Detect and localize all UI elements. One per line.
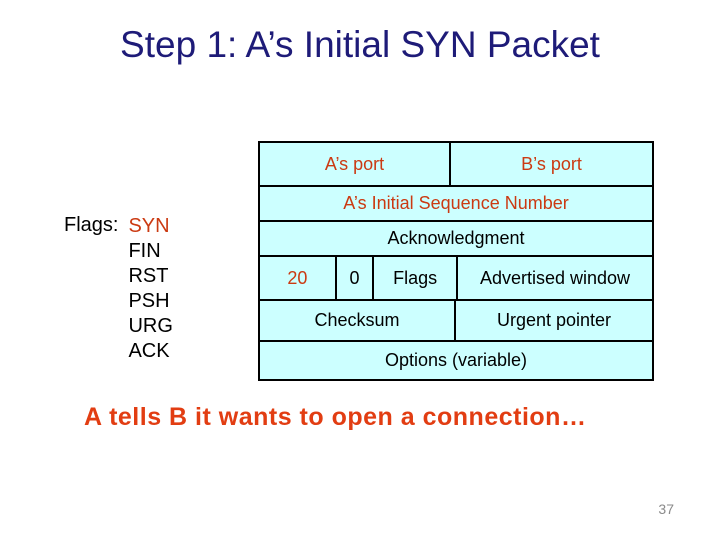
tcp-packet-diagram: A’s port B’s port A’s Initial Sequence N… [258,141,654,381]
flag-item-syn: SYN [128,215,170,237]
flag-item-ack: ACK [128,340,170,362]
packet-cell-acknowledgment: Acknowledgment [260,222,652,255]
flag-item-rst: RST [128,265,169,287]
packet-row-sequence: A’s Initial Sequence Number [260,187,652,220]
packet-cell-header-length: 20 [260,257,335,299]
flag-item-fin: FIN [128,240,161,262]
packet-row-options: Options (variable) [260,342,652,379]
page-title: Step 1: A’s Initial SYN Packet [120,24,600,65]
flags-list: SYN FIN RST PSH URG ACK [128,214,172,364]
flags-legend-label: Flags: [64,214,119,236]
packet-cell-flags: Flags [374,257,456,299]
footer-note: A tells B it wants to open a connection… [84,403,587,431]
packet-row-ports: A’s port B’s port [260,143,652,185]
flag-item-urg: URG [128,315,173,337]
flag-item-psh: PSH [128,290,170,312]
packet-cell-reserved: 0 [336,257,373,299]
packet-cell-urgent-pointer: Urgent pointer [456,301,652,340]
packet-cell-advertised-window: Advertised window [458,257,652,299]
packet-cell-checksum: Checksum [260,301,454,340]
packet-row-checksum: Checksum Urgent pointer [260,301,652,340]
page-number: 37 [658,501,674,517]
packet-cell-options: Options (variable) [260,342,652,379]
packet-row-flags: 20 0 Flags Advertised window [260,257,652,299]
packet-cell-a-port: A’s port [260,143,450,185]
packet-cell-seq-number: A’s Initial Sequence Number [260,187,652,220]
packet-cell-b-port: B’s port [451,143,652,185]
flags-legend: Flags: SYN FIN RST PSH URG ACK [64,214,173,364]
packet-row-acknowledgment: Acknowledgment [260,222,652,255]
